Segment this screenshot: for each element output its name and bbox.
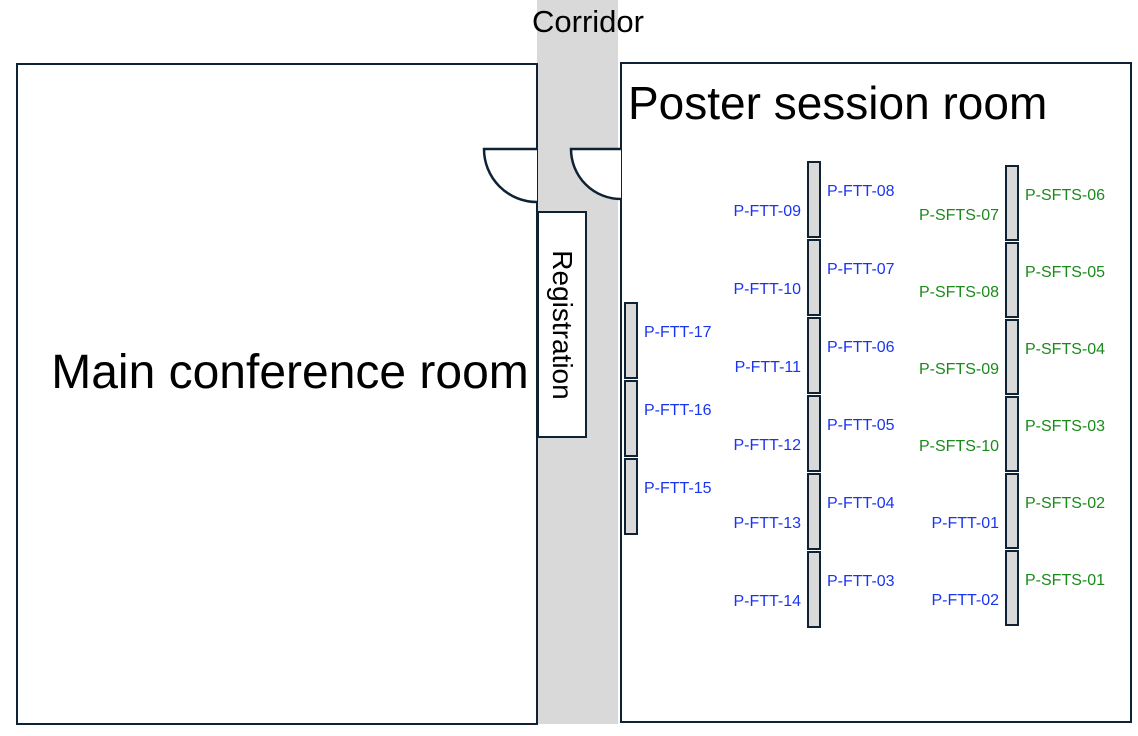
poster-board (807, 395, 821, 472)
poster-label: P-FTT-10 (733, 281, 801, 298)
poster-label: P-FTT-08 (827, 183, 895, 200)
poster-label: P-SFTS-02 (1025, 495, 1106, 512)
poster-label: P-FTT-14 (733, 593, 801, 610)
main-conference-room-label: Main conference room (51, 346, 529, 399)
poster-label: P-FTT-03 (827, 573, 895, 590)
main-room-door-icon (482, 147, 538, 204)
poster-label: P-SFTS-10 (918, 438, 999, 455)
poster-board (624, 380, 638, 457)
poster-label: P-FTT-16 (644, 402, 712, 419)
corridor-label: Corridor (532, 4, 644, 39)
poster-label: P-SFTS-05 (1025, 264, 1106, 281)
poster-board (624, 458, 638, 535)
poster-session-room (620, 62, 1132, 723)
poster-label: P-SFTS-03 (1025, 418, 1106, 435)
poster-board (1005, 319, 1019, 395)
poster-label: P-FTT-02 (931, 592, 999, 609)
poster-board (807, 551, 821, 628)
poster-label: P-FTT-15 (644, 480, 712, 497)
poster-label: P-FTT-06 (827, 339, 895, 356)
poster-room-door-icon (569, 147, 622, 201)
poster-board (1005, 396, 1019, 472)
poster-board (807, 473, 821, 550)
poster-label: P-FTT-01 (931, 515, 999, 532)
poster-board (807, 239, 821, 316)
registration-desk: Registration (537, 211, 587, 438)
poster-board (624, 302, 638, 379)
poster-label: P-FTT-04 (827, 495, 895, 512)
poster-label: P-FTT-09 (733, 203, 801, 220)
poster-label: P-FTT-17 (644, 324, 712, 341)
poster-label: P-FTT-13 (733, 515, 801, 532)
poster-label: P-SFTS-09 (918, 361, 999, 378)
poster-label: P-SFTS-06 (1025, 187, 1106, 204)
poster-session-room-label: Poster session room (628, 77, 1048, 129)
poster-board (807, 317, 821, 394)
poster-label: P-FTT-12 (733, 437, 801, 454)
poster-board (807, 161, 821, 238)
poster-board (1005, 550, 1019, 626)
poster-board (1005, 473, 1019, 549)
poster-board (1005, 242, 1019, 318)
poster-label: P-SFTS-04 (1025, 341, 1106, 358)
poster-label: P-SFTS-08 (918, 284, 999, 301)
poster-label: P-FTT-07 (827, 261, 895, 278)
main-conference-room (16, 63, 538, 725)
poster-label: P-SFTS-01 (1025, 572, 1106, 589)
poster-label: P-FTT-11 (734, 359, 801, 376)
poster-board (1005, 165, 1019, 241)
poster-label: P-SFTS-07 (918, 207, 999, 224)
poster-label: P-FTT-05 (827, 417, 895, 434)
